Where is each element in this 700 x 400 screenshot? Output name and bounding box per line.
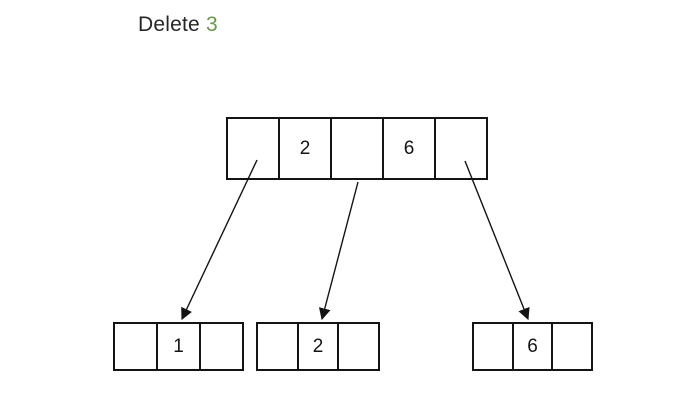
leaf2-key-cell: 2 — [299, 324, 340, 369]
leaf1-cell-left — [115, 324, 158, 369]
root-pointer-cell-5 — [436, 119, 486, 178]
operation-target: 3 — [205, 13, 218, 36]
btree-root-node: 2 6 — [226, 117, 488, 180]
operation-action: Delete — [138, 13, 206, 36]
leaf3-cell-right — [553, 324, 591, 369]
pointer-arrow-root-pointer-cell-1-to-leaf-1 — [181, 159, 258, 321]
root-key-cell-2: 2 — [280, 119, 332, 178]
leaf1-key-cell: 1 — [158, 324, 201, 369]
root-key-cell-6: 6 — [384, 119, 436, 178]
leaf1-cell-right — [201, 324, 242, 369]
btree-leaf-node-2: 2 — [256, 322, 380, 371]
root-pointer-cell-1 — [228, 119, 280, 178]
leaf3-cell-left — [474, 324, 514, 369]
root-pointer-cell-3 — [332, 119, 384, 178]
leaf3-key-cell: 6 — [514, 324, 554, 369]
btree-leaf-node-1: 1 — [113, 322, 244, 371]
pointer-arrow-root-pointer-cell-3-to-leaf-2 — [318, 181, 359, 321]
pointer-arrow-root-pointer-cell-5-to-leaf-3 — [464, 160, 530, 321]
operation-title: Delete 3 — [138, 13, 218, 37]
btree-leaf-node-3: 6 — [472, 322, 593, 371]
leaf2-cell-right — [339, 324, 378, 369]
leaf2-cell-left — [258, 324, 299, 369]
